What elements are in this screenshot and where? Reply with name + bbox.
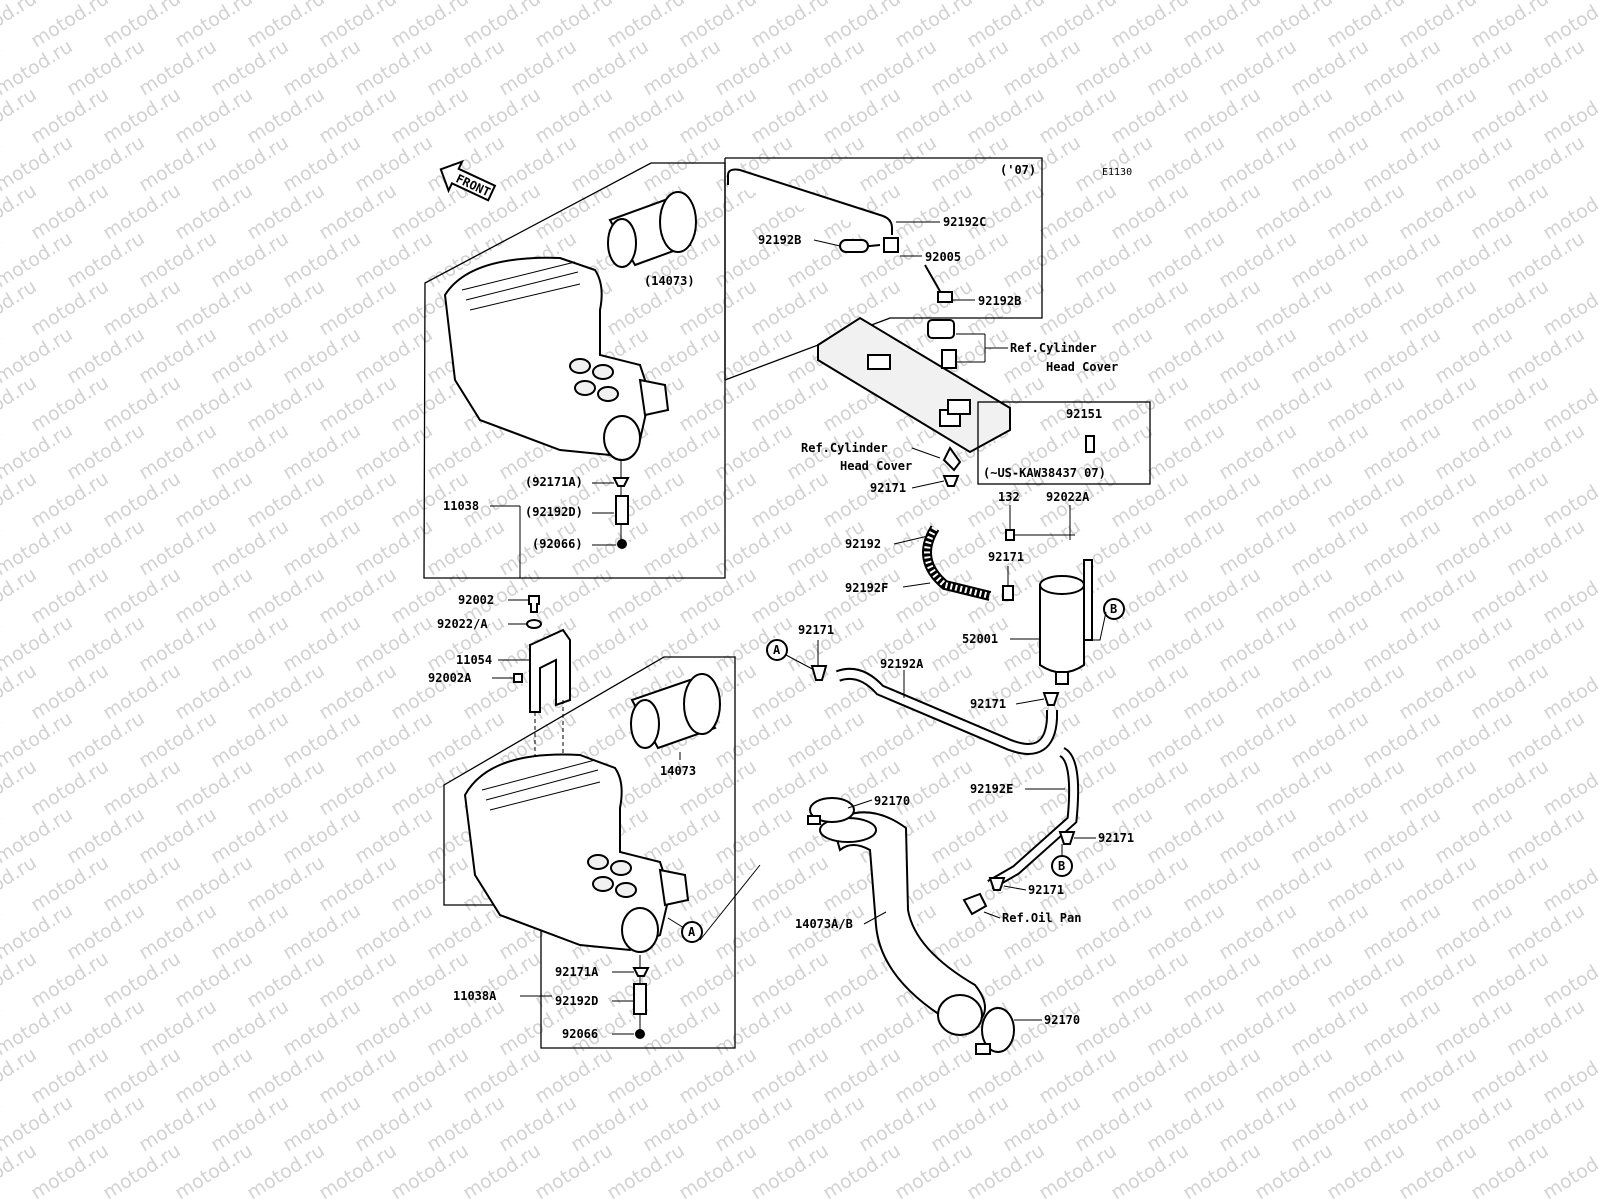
ref-cylinder-head-top-line1: Ref.Cylinder bbox=[1010, 341, 1097, 355]
clamp-92171a-icon bbox=[632, 967, 650, 977]
bolt-92002-label: 92002 bbox=[458, 593, 494, 607]
ref-b-separator-icon[interactable] bbox=[1103, 598, 1125, 620]
clamp-92171-bottom-label: 92171 bbox=[970, 697, 1006, 711]
year-label: ('07) bbox=[1000, 163, 1036, 177]
ref-cylinder-head-bottom-line1: Ref.Cylinder bbox=[801, 441, 888, 455]
ref-a-lower-label[interactable]: A bbox=[688, 925, 696, 939]
housing-11038-label: 11038 bbox=[443, 499, 479, 513]
return-hose-e bbox=[987, 747, 1080, 890]
bolt-92151-box bbox=[977, 401, 1151, 485]
watermark-text: motod.ru bbox=[1539, 1139, 1600, 1200]
bolt-92002-icon bbox=[528, 595, 540, 613]
plug-92066-icon bbox=[635, 1029, 645, 1039]
clamp-92171a-label: 92171A bbox=[555, 965, 599, 979]
washer-92022a-bracket-label: 92022/A bbox=[437, 617, 488, 631]
upper-duct bbox=[607, 191, 697, 268]
plug-92066-label: 92066 bbox=[562, 1027, 598, 1041]
hose-92192a-label: 92192A bbox=[880, 657, 924, 671]
lower-housing-frame bbox=[443, 656, 736, 1049]
clamp-92171-pan-label: 92171 bbox=[1028, 883, 1064, 897]
tank-52001-label: 52001 bbox=[962, 632, 998, 646]
clamp-92171-return-icon bbox=[810, 665, 828, 681]
ref-a-return-icon[interactable] bbox=[766, 639, 788, 661]
bolt-92002a-label: 92002A bbox=[428, 671, 472, 685]
intake-duct-14073ab bbox=[819, 811, 986, 1036]
return-hose-a bbox=[835, 667, 1058, 755]
hose-92192b-left-label: 92192B bbox=[758, 233, 801, 247]
clamp-92171-mid-label: 92171 bbox=[988, 550, 1024, 564]
clamp-92171-top-icon bbox=[942, 475, 960, 487]
hose-92192d-ref-label: (92192D) bbox=[525, 505, 583, 519]
hose-92192d-label: 92192D bbox=[555, 994, 598, 1008]
oil-separator-tank bbox=[1039, 559, 1093, 685]
hose-92192d-ref bbox=[615, 495, 629, 525]
bolt-92002a-icon bbox=[513, 673, 523, 683]
ref-cylinder-head-top-line2: Head Cover bbox=[1046, 360, 1118, 374]
washer-92022a-label: 92022A bbox=[1046, 490, 1090, 504]
plug-92066-ref-label: (92066) bbox=[532, 537, 583, 551]
clamp-92171a-ref-label: (92171A) bbox=[525, 475, 583, 489]
ref-a-return-label[interactable]: A bbox=[773, 643, 781, 657]
cylinder-head-cover bbox=[817, 316, 1011, 472]
ref-cylinder-head-bottom-line2: Head Cover bbox=[840, 459, 912, 473]
upper-air-housing bbox=[443, 256, 670, 461]
clamp-92170-top-label: 92170 bbox=[874, 794, 910, 808]
clamp-92171-top-label: 92171 bbox=[870, 481, 906, 495]
hose-92192d-icon bbox=[633, 983, 647, 1015]
bolt-132-icon bbox=[1005, 529, 1015, 541]
clamp-92171-bottom-icon bbox=[1042, 692, 1060, 706]
clamp-92170-bottom-label: 92170 bbox=[1044, 1013, 1080, 1027]
bolt-92151-icon bbox=[1085, 435, 1095, 453]
lower-air-housing bbox=[463, 753, 690, 953]
clamp-92170-top-icon bbox=[807, 797, 855, 825]
clamp-92170-bottom-icon bbox=[975, 1007, 1015, 1055]
separator-hose bbox=[922, 525, 992, 601]
hose-92192b-right-label: 92192B bbox=[978, 294, 1021, 308]
lower-duct bbox=[630, 673, 721, 750]
hose-92192c-label: 92192C bbox=[943, 215, 986, 229]
clamp-92171-e-icon bbox=[1058, 831, 1076, 845]
hose-92192e-label: 92192E bbox=[970, 782, 1013, 796]
bolt-92151-note: (~US-KAW38437 07) bbox=[983, 466, 1106, 480]
washer-92022a-icon bbox=[526, 619, 542, 629]
joint-92005-label: 92005 bbox=[925, 250, 961, 264]
bolt-132-label: 132 bbox=[998, 490, 1020, 504]
clamp-92171a-ref-icon bbox=[612, 477, 630, 487]
ref-a-lower-icon[interactable] bbox=[681, 921, 703, 943]
hose-92192-label: 92192 bbox=[845, 537, 881, 551]
diagram-code: E1130 bbox=[1102, 167, 1132, 178]
breather-hose-set bbox=[727, 168, 953, 303]
clamp-92171-mid-icon bbox=[1002, 585, 1014, 601]
clamp-92171-e-label: 92171 bbox=[1098, 831, 1134, 845]
hose-92192f-label: 92192F bbox=[845, 581, 888, 595]
ref-b-separator-label[interactable]: B bbox=[1110, 602, 1117, 616]
plug-92066-ref-icon bbox=[617, 539, 627, 549]
bracket-11054-label: 11054 bbox=[456, 653, 492, 667]
clamp-92171-return-label: 92171 bbox=[798, 623, 834, 637]
oil-pan-fitting-icon bbox=[962, 892, 988, 916]
bolt-92151-label: 92151 bbox=[1066, 407, 1102, 421]
lower-duct-label: 14073 bbox=[660, 764, 696, 778]
duct-14073ab-label: 14073A/B bbox=[795, 917, 853, 931]
upper-duct-ref: (14073) bbox=[644, 274, 695, 288]
ref-b-return-label[interactable]: B bbox=[1058, 859, 1065, 873]
clamp-92171-pan-icon bbox=[988, 877, 1006, 891]
housing-11038a-label: 11038A bbox=[453, 989, 497, 1003]
ref-oil-pan-label: Ref.Oil Pan bbox=[1002, 911, 1081, 925]
